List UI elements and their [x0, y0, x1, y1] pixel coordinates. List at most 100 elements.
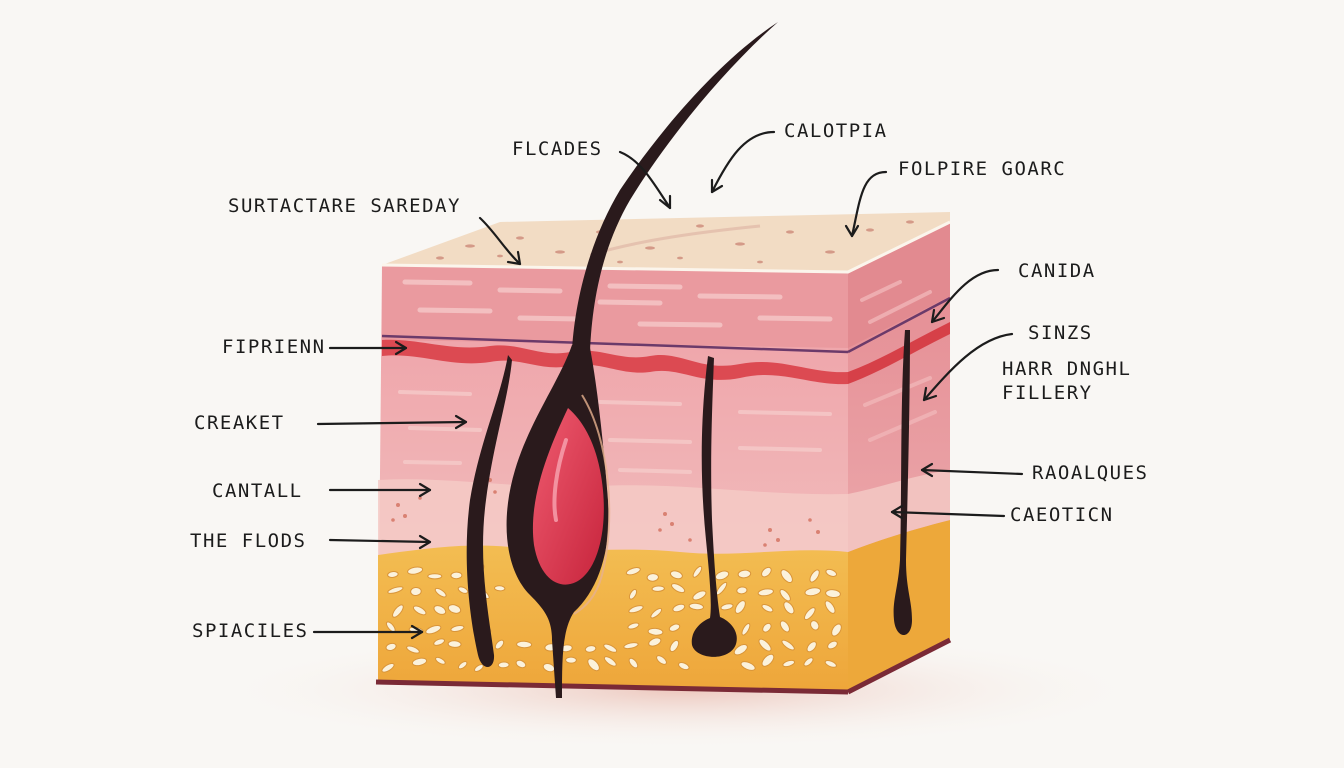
- fat-cell: [762, 622, 772, 633]
- fat-cell: [427, 573, 443, 580]
- fat-cell: [809, 569, 820, 583]
- label-spiacules: SPIACILES: [192, 620, 309, 642]
- top-face: [381, 212, 951, 274]
- fat-cell: [761, 566, 772, 578]
- fat-cell: [494, 639, 505, 650]
- fat-cell: [450, 624, 465, 633]
- epidermis-top: [382, 212, 950, 272]
- fat-cell: [740, 661, 756, 671]
- fat-cell: [782, 659, 796, 668]
- fat-cell: [692, 565, 703, 578]
- fat-cell: [411, 657, 428, 667]
- fat-cell: [587, 658, 600, 672]
- fat-cell: [758, 638, 772, 652]
- fat-cell: [407, 566, 424, 575]
- fat-cell: [741, 623, 751, 636]
- fat-cell: [457, 586, 469, 594]
- fat-cell: [678, 662, 690, 671]
- fat-cell: [381, 662, 395, 673]
- follicle-middle: [691, 356, 737, 657]
- fat-cell: [435, 656, 446, 665]
- pointer-arrows: [312, 130, 1024, 640]
- label-creaket: CREAKET: [194, 412, 285, 434]
- fat-cell: [497, 661, 510, 669]
- fat-cell: [650, 607, 663, 619]
- fat-cell: [392, 604, 404, 618]
- fat-cell: [494, 585, 506, 592]
- fat-cell: [603, 643, 618, 653]
- fat-cell: [628, 657, 639, 669]
- fat-cell: [410, 586, 422, 597]
- purple-line: [381, 334, 849, 354]
- fat-cell: [385, 642, 397, 651]
- fat-cell: [720, 603, 734, 611]
- fat-cell: [692, 590, 707, 601]
- fat-cell: [831, 623, 842, 637]
- fat-cell: [447, 640, 462, 648]
- label-fillery: FILLERY: [1002, 382, 1093, 404]
- epidermis-front: [382, 265, 848, 348]
- fat-cell: [810, 620, 820, 631]
- fat-cell: [734, 600, 746, 614]
- fat-cell: [516, 640, 533, 649]
- fat-cell: [715, 570, 730, 581]
- fat-cell: [565, 656, 577, 664]
- fat-cell: [623, 642, 639, 650]
- fat-cell: [434, 587, 447, 598]
- fat-cell: [628, 605, 644, 614]
- fat-cell: [737, 569, 752, 579]
- fat-cell: [804, 587, 822, 597]
- fat-cell: [825, 568, 838, 577]
- fat-cell: [651, 585, 665, 592]
- subcutaneous-fat-front: [378, 545, 848, 690]
- fat-cell: [761, 653, 775, 667]
- label-hair-dnghl: HARR DNGHL: [1002, 358, 1132, 380]
- fat-cell: [647, 627, 664, 636]
- fat-cell: [656, 655, 667, 665]
- fat-cell: [806, 641, 817, 653]
- hair-follicles: [466, 22, 912, 698]
- label-raoalques: RAOALQUES: [1032, 462, 1149, 484]
- fat-cell: [780, 569, 793, 584]
- fat-cell: [584, 645, 597, 653]
- fat-cell: [457, 661, 468, 670]
- fat-cell: [648, 637, 662, 647]
- deep-dermis: [378, 479, 848, 560]
- fat-cell: [450, 571, 463, 580]
- fat-cell: [736, 586, 748, 595]
- fat-cell: [824, 660, 837, 668]
- follicle-side: [893, 330, 912, 635]
- fat-cell: [825, 589, 841, 599]
- fat-cell: [515, 659, 527, 669]
- fat-cell: [447, 604, 462, 614]
- fat-cell: [803, 657, 814, 667]
- fat-cell: [646, 573, 659, 582]
- label-fiprienn: FIPRIENN: [222, 336, 326, 358]
- fat-cell: [671, 583, 686, 594]
- fat-cell: [779, 589, 791, 602]
- fat-cell: [627, 622, 640, 630]
- fat-cell: [628, 588, 638, 600]
- front-face: [375, 265, 949, 695]
- basement-membrane: [382, 339, 848, 385]
- label-folpire-goarc: FOLPIRE GOARC: [898, 158, 1067, 180]
- fat-cell: [803, 607, 816, 621]
- label-canida: CANIDA: [1018, 260, 1096, 282]
- fat-cell: [761, 603, 774, 613]
- fat-cell: [781, 639, 795, 651]
- label-caeoticn: CAEOTICN: [1010, 504, 1114, 526]
- label-surtactare-sareday: SURTACTARE SAREDAY: [228, 195, 461, 217]
- fat-cell: [473, 664, 484, 672]
- fat-cell: [669, 639, 680, 653]
- fat-cell: [425, 625, 442, 635]
- fat-cell: [827, 640, 838, 650]
- label-cantall: CANTALL: [212, 480, 303, 502]
- fat-cell: [688, 602, 704, 611]
- fat-cell: [387, 586, 404, 594]
- fat-cell: [779, 620, 791, 633]
- hair-bulb: [532, 408, 604, 585]
- fat-cell: [433, 605, 447, 615]
- fat-cell: [625, 567, 641, 576]
